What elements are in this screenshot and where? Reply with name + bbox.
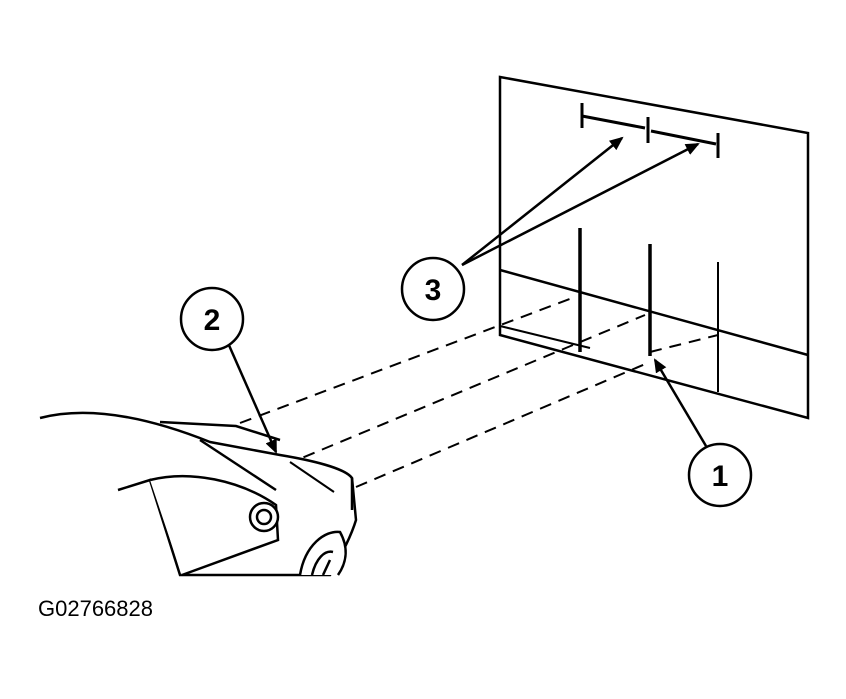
callout-1-label: 1 xyxy=(712,460,729,493)
callout-2-label: 2 xyxy=(204,304,221,337)
callout-3: 3 xyxy=(400,256,466,322)
callout-2: 2 xyxy=(179,286,245,352)
figure-id: G02766828 xyxy=(38,596,153,621)
vehicle-front xyxy=(39,411,358,577)
callout-1: 1 xyxy=(687,442,753,508)
callout-3-label: 3 xyxy=(425,274,442,307)
leader-lines xyxy=(226,136,708,454)
dimension-marks xyxy=(580,103,720,158)
headlamp-measure-arrow xyxy=(289,461,335,493)
beam-projection-lines xyxy=(239,296,719,488)
aiming-screen xyxy=(498,75,810,420)
vertical-reference-lines xyxy=(578,228,719,392)
